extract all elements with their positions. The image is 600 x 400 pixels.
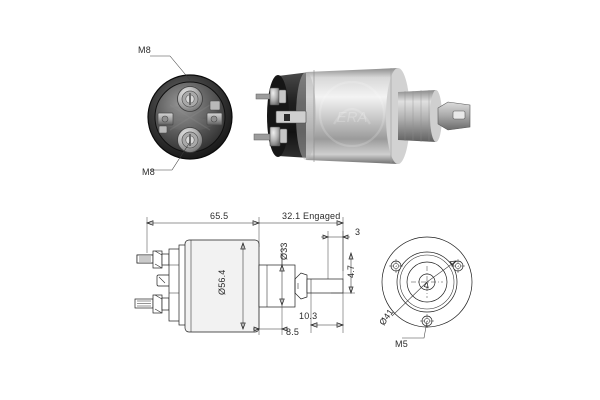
- end-view-drawing: [381, 236, 473, 339]
- m8-bottom-label: M8: [142, 167, 155, 177]
- m8-top-label: M8: [138, 45, 151, 55]
- side-view-drawing: [134, 217, 355, 335]
- dim-body-length-label: 65.5: [210, 211, 229, 221]
- dim-fork-height-label: 4.7: [346, 264, 356, 278]
- dim-shoulder-width-label: 8.5: [286, 327, 300, 337]
- m8-top-leader-line: [150, 55, 191, 81]
- dim-mounting-thread-label: M5: [395, 339, 408, 349]
- solenoid-end-cap-photo: [140, 60, 240, 170]
- dim-fork-offset-label: 10.3: [299, 311, 318, 321]
- svg-text:ERA: ERA: [337, 109, 368, 126]
- dim-nose-diameter-label: Ø33: [279, 242, 289, 260]
- dim-fork-thickness-label: 3: [355, 227, 361, 237]
- solenoid-side-photo: ERA: [248, 58, 473, 173]
- dim-body-diameter-label: Ø56.4: [217, 269, 227, 295]
- m8-bottom-leader-line: [150, 141, 191, 171]
- dim-plunger-engaged-label: 32.1 Engaged: [282, 211, 341, 221]
